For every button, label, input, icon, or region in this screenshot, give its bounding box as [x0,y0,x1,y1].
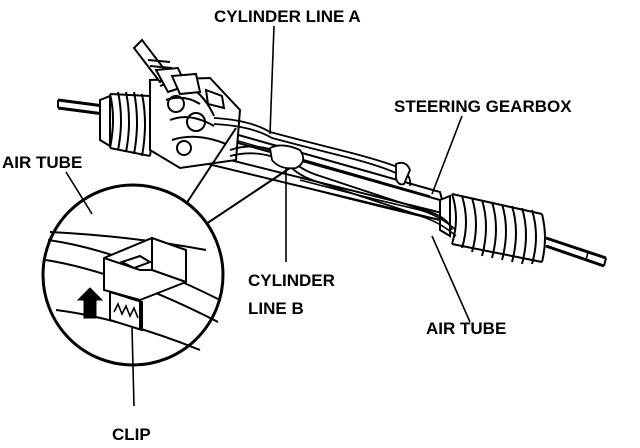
inset-clip [103,236,187,332]
labels: CYLINDER LINE A STEERING GEARBOX AIR TUB… [2,7,572,444]
label-cylinder-line-b-2: LINE B [248,299,304,318]
leader-lines [65,25,471,407]
cylinder-line-b [229,144,453,231]
label-steering-gearbox: STEERING GEARBOX [394,97,572,116]
label-air-tube-right: AIR TUBE [426,319,506,338]
cylinder-line-a [213,117,412,187]
air-tube-housing [299,179,457,237]
right-boot [439,193,546,265]
right-tie-rod [545,236,607,268]
label-cylinder-line-a: CYLINDER LINE A [214,7,361,26]
direction-arrow-icon [76,287,104,319]
label-air-tube-left: AIR TUBE [2,153,82,172]
detail-inset [41,127,291,367]
left-boot [99,91,154,157]
label-clip: CLIP [112,425,151,444]
input-shaft [132,38,202,96]
left-tie-rod [57,98,105,116]
label-cylinder-line-b-1: CYLINDER [248,271,335,290]
steering-gearbox [57,38,607,268]
